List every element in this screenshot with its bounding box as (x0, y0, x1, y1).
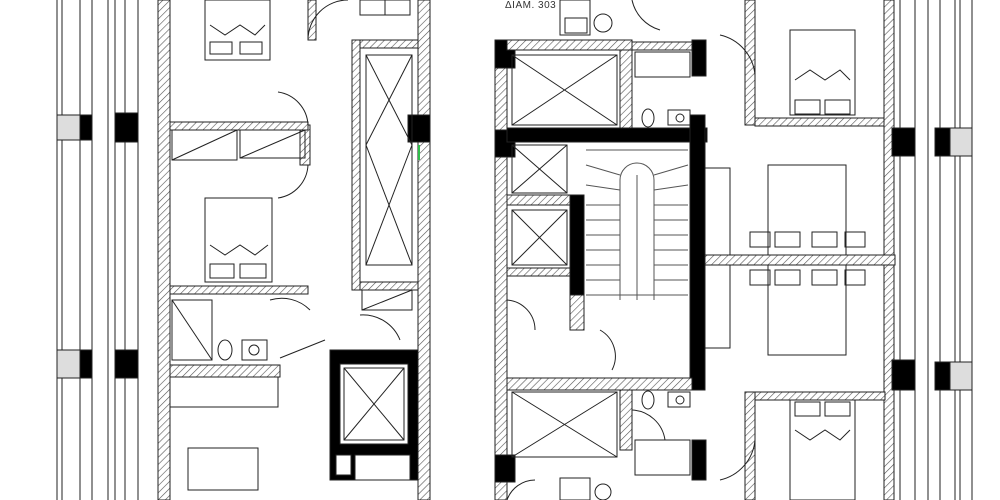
unit-label-303: ΔΙΑΜ. 303 (505, 0, 557, 11)
bed-3 (789, 29, 856, 116)
elevator-left (329, 349, 419, 481)
left-facade (56, 0, 139, 500)
bed-2 (204, 197, 273, 283)
counter-left (169, 376, 279, 408)
staircase (585, 149, 689, 300)
bathroom-left (171, 299, 268, 361)
left-unit-walls (157, 0, 431, 500)
doors-left (269, 0, 401, 359)
doors-right (719, 34, 756, 481)
table-left (187, 447, 259, 491)
bed-center (749, 164, 866, 356)
right-unit-walls (704, 0, 896, 500)
shafts-central (511, 51, 691, 476)
right-facade (891, 0, 973, 500)
bed-4 (789, 399, 856, 500)
central-core (494, 0, 708, 500)
doors-central (506, 0, 691, 500)
closets-left (171, 129, 306, 161)
bed-1 (204, 0, 271, 61)
left-shaft (365, 54, 413, 266)
